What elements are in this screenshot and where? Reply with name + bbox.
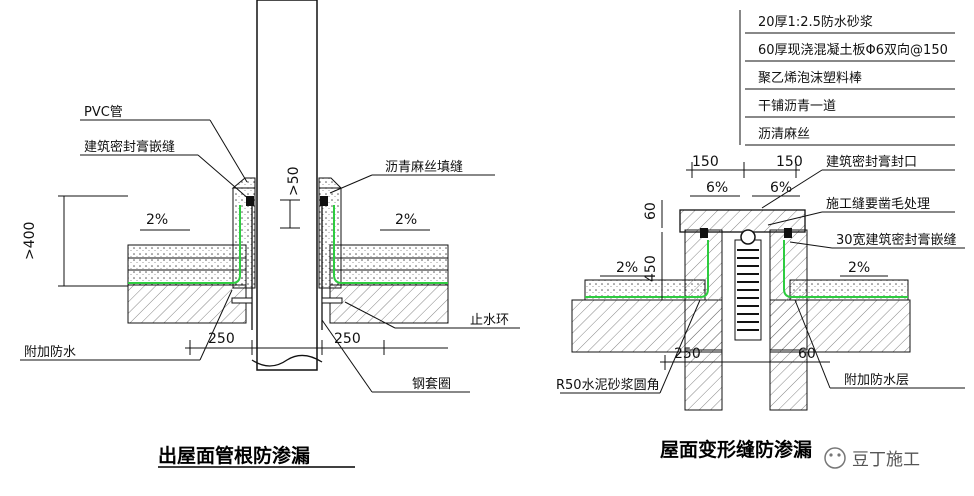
dim-250-bottom: 250 — [674, 346, 701, 362]
watermark: 豆丁施工 — [824, 447, 920, 470]
watermark-text: 豆丁施工 — [852, 450, 920, 470]
right-slope-left: 2% — [616, 260, 638, 276]
layer-item-4: 干铺沥青一道 — [758, 99, 836, 114]
layer-item-3: 聚乙烯泡沫塑料棒 — [758, 71, 862, 86]
right-membrane-right — [783, 240, 908, 298]
label-sealant-30: 30宽建筑密封膏嵌缝 — [836, 232, 957, 248]
dim-60-bottom: 60 — [798, 346, 816, 362]
layer-item-1: 20厚1:2.5防水砂浆 — [758, 14, 873, 30]
watermark-logo-icon — [824, 447, 846, 469]
label-extra-layer: 附加防水层 — [844, 372, 909, 388]
right-diagram: 20厚1:2.5防水砂浆 60厚现浇混凝土板Φ6双向@150 聚乙烯泡沫塑料棒 … — [556, 10, 965, 461]
label-extra-waterproof: 附加防水 — [24, 344, 76, 360]
dim-250-right: 250 — [334, 331, 361, 347]
label-joint-roughen: 施工缝要凿毛处理 — [826, 197, 930, 212]
label-steel-sleeve: 钢套圈 — [412, 376, 451, 392]
dim-150-left: 150 — [692, 154, 719, 170]
left-sealant-left — [246, 196, 254, 206]
left-slab-right — [329, 284, 449, 324]
dim-400: >400 — [22, 222, 38, 260]
slope-6-left: 6% — [706, 180, 728, 196]
joint-hemp-pattern — [737, 249, 759, 331]
left-diagram: 2% 2% >400 >50 250 250 PVC管 建筑密封 — [20, 0, 520, 468]
right-slope-right: 2% — [848, 260, 870, 276]
label-water-stop-ring: 止水环 — [470, 313, 509, 328]
dim-50: >50 — [286, 166, 302, 196]
left-slab-left — [127, 284, 247, 324]
dim-250-left: 250 — [208, 331, 235, 347]
left-membrane-right — [333, 205, 448, 284]
left-layers-left — [127, 244, 247, 286]
left-membrane-left — [128, 205, 241, 284]
left-sealant-right — [320, 196, 328, 206]
layer-item-5: 沥清麻丝 — [758, 127, 810, 142]
right-upstand-left — [684, 229, 723, 351]
right-membrane-left — [585, 240, 709, 298]
left-layers-right — [329, 244, 449, 286]
pipe-break-line — [251, 354, 323, 367]
right-diagram-title: 屋面变形缝防渗漏 — [660, 438, 812, 461]
label-pvc-pipe: PVC管 — [84, 105, 123, 120]
label-sealant-seal: 建筑密封膏封口 — [826, 154, 917, 170]
left-slope-right: 2% — [395, 212, 417, 228]
water-stop-ring-left — [231, 297, 253, 304]
label-asphalt-hemp-fill: 沥青麻丝填缝 — [385, 160, 463, 175]
water-stop-ring-right — [321, 297, 343, 304]
left-slope-left: 2% — [146, 212, 168, 228]
label-sealant-caulk: 建筑密封膏嵌缝 — [84, 139, 175, 155]
dim-150-right: 150 — [776, 154, 803, 170]
label-mortar-fillet: R50水泥砂浆圆角 — [556, 378, 660, 393]
dim-60-cap: 60 — [643, 202, 659, 220]
dim-450: 450 — [643, 255, 659, 282]
right-upstand-right — [769, 229, 808, 351]
left-diagram-title: 出屋面管根防渗漏 — [158, 444, 310, 467]
pvc-pipe — [256, 0, 318, 371]
slope-6-right: 6% — [770, 180, 792, 196]
foam-rod — [740, 229, 756, 245]
layer-item-2: 60厚现浇混凝土板Φ6双向@150 — [758, 42, 948, 58]
